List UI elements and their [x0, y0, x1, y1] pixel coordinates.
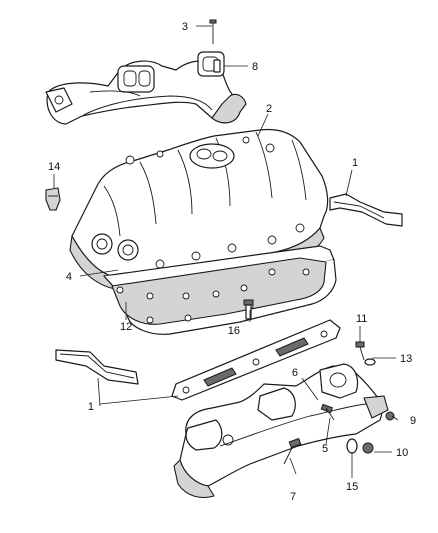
callout-10: 10: [396, 447, 408, 459]
lower-exhaust-manifold[interactable]: [173, 363, 389, 499]
callout-labels: 3 8 2 1 14 4 12 16 1 11 13 6 9 5 10 15 7: [48, 21, 416, 503]
callout-1-upper: 1: [352, 157, 358, 169]
upper-exhaust-manifold[interactable]: [45, 51, 247, 125]
callout-16: 16: [228, 325, 240, 337]
bolt-item-5[interactable]: [325, 407, 335, 421]
washer-item-13[interactable]: [364, 358, 376, 366]
callout-6: 6: [292, 367, 298, 379]
heat-shield-right[interactable]: [329, 193, 403, 227]
callout-15: 15: [346, 481, 358, 493]
nut-item-10[interactable]: [362, 442, 374, 454]
callout-8: 8: [252, 61, 258, 73]
callout-5: 5: [322, 443, 328, 455]
sensor-item-14[interactable]: [45, 187, 61, 211]
intake-manifold-gasket[interactable]: [103, 245, 337, 335]
exhaust-manifold-gasket[interactable]: [171, 319, 341, 401]
bolt-item-3[interactable]: [209, 19, 217, 44]
callout-2: 2: [266, 103, 272, 115]
stud-item-8[interactable]: [213, 59, 221, 73]
nut-item-9[interactable]: [385, 411, 395, 421]
bolt-item-16[interactable]: [243, 299, 254, 320]
callout-4: 4: [66, 271, 72, 283]
washer-item-15[interactable]: [346, 438, 358, 454]
callout-14: 14: [48, 161, 60, 173]
bolt-item-11[interactable]: [355, 341, 365, 361]
callout-13: 13: [400, 353, 412, 365]
callout-9: 9: [410, 415, 416, 427]
callout-12: 12: [120, 321, 132, 333]
callout-11: 11: [356, 313, 367, 325]
bolt-item-7[interactable]: [283, 437, 302, 465]
leader-lines: [53, 25, 399, 478]
callout-3: 3: [182, 21, 188, 33]
heat-shield-left[interactable]: [55, 349, 139, 385]
callout-7: 7: [290, 491, 296, 503]
callout-1-lower: 1: [88, 401, 94, 413]
